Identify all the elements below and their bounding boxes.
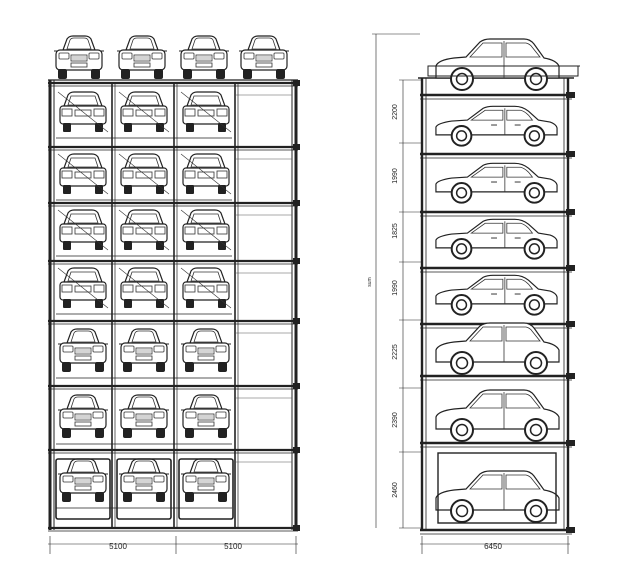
roof-car-2 [116, 35, 168, 80]
side-beam-bracket-3 [566, 209, 575, 215]
level-height-3: 1825 [392, 223, 399, 239]
side-car-level-5 [434, 274, 559, 316]
front-beam-bracket-6 [293, 383, 300, 389]
front-beam-bracket-3 [293, 200, 300, 206]
front-car-diagonal-L2-C3 [180, 153, 232, 195]
roof-car-3 [178, 35, 230, 80]
front-car-diagonal-L4-C2 [118, 267, 170, 309]
level-height-7: 2460 [392, 482, 399, 498]
side-depth-dimension: 6450 [484, 542, 502, 551]
front-car-L7-C3 [181, 458, 231, 503]
front-car-L6-C3 [181, 394, 231, 439]
side-beam-bracket-8 [566, 527, 575, 533]
side-view [372, 33, 580, 554]
level-height-6: 2390 [392, 412, 399, 428]
front-car-diagonal-L2-C2 [118, 153, 170, 195]
side-beam-bracket-1 [566, 92, 575, 98]
side-car-level-7 [435, 389, 560, 442]
ground-bay-enclosure-2 [116, 458, 172, 520]
front-beam-bracket-1 [293, 80, 300, 86]
ground-bay-enclosure-1 [55, 458, 111, 520]
front-car-L7-C1 [58, 458, 108, 503]
front-view [48, 35, 300, 554]
side-beam-bracket-5 [566, 321, 575, 327]
side-car-level-8 [435, 470, 560, 523]
total-height-label: sum [367, 277, 373, 286]
front-beam-bracket-8 [293, 525, 300, 531]
front-car-diagonal-L3-C1 [57, 209, 109, 251]
front-car-diagonal-L2-C1 [57, 153, 109, 195]
front-car-diagonal-L3-C3 [180, 209, 232, 251]
side-beam-bracket-7 [566, 440, 575, 446]
side-beam-bracket-4 [566, 265, 575, 271]
roof-car-1 [53, 35, 105, 80]
level-height-1: 2200 [392, 104, 399, 120]
front-beam-bracket-7 [293, 447, 300, 453]
front-car-L6-C2 [119, 394, 169, 439]
front-beam-bracket-4 [293, 258, 300, 264]
side-roof-tray [427, 65, 579, 77]
side-beam-bracket-6 [566, 373, 575, 379]
front-car-diagonal-L1-C1 [57, 91, 109, 133]
ground-bay-enclosure-3 [178, 458, 234, 520]
front-width-dimension-left: 5100 [109, 542, 127, 551]
front-beam-bracket-5 [293, 318, 300, 324]
level-height-5: 2225 [392, 344, 399, 360]
roof-car-4 [238, 35, 290, 80]
front-car-L6-C1 [58, 394, 108, 439]
side-beam-bracket-2 [566, 151, 575, 157]
front-car-L5-C3 [181, 328, 231, 373]
front-car-L5-C1 [58, 328, 108, 373]
front-car-diagonal-L4-C1 [57, 267, 109, 309]
side-car-level-3 [434, 162, 559, 204]
front-beam-bracket-2 [293, 144, 300, 150]
level-height-4: 1990 [392, 280, 399, 296]
front-car-diagonal-L1-C2 [118, 91, 170, 133]
front-car-L5-C2 [119, 328, 169, 373]
front-car-diagonal-L1-C3 [180, 91, 232, 133]
front-car-diagonal-L3-C2 [118, 209, 170, 251]
front-car-diagonal-L4-C3 [180, 267, 232, 309]
front-car-L7-C2 [119, 458, 169, 503]
side-car-level-1 [435, 38, 560, 91]
side-ground-enclosure [437, 452, 557, 524]
side-car-level-2 [434, 105, 559, 147]
side-car-level-6 [435, 322, 560, 375]
side-car-level-4 [434, 218, 559, 260]
front-width-dimension-right: 5100 [224, 542, 242, 551]
level-height-2: 1990 [392, 168, 399, 184]
